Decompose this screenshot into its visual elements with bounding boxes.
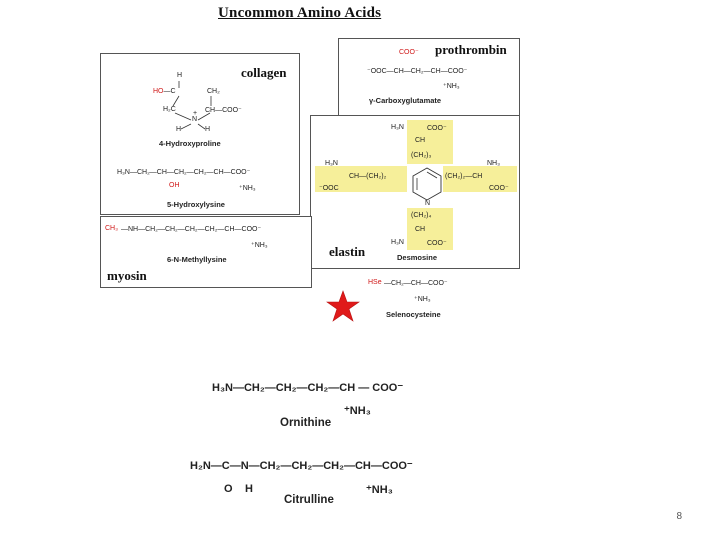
ornithine-caption: Ornithine (280, 417, 332, 429)
hyp-h-left: H (176, 126, 182, 133)
hyp-n: N (192, 116, 198, 123)
collagen-label: collagen (241, 65, 287, 80)
desmosine-highlight-bottom (407, 208, 453, 250)
hyp-plus: + (193, 110, 198, 117)
hyp-h-right: H (205, 126, 211, 133)
gla-nh3: ⁺NH₃ (443, 83, 460, 90)
des-bottom-ch: CH (415, 226, 426, 233)
hyp-ho-c: HO—C (153, 88, 176, 95)
des-top-ch: CH (415, 137, 426, 144)
slide-title: Uncommon Amino Acids (218, 5, 382, 21)
des-top-coo: COO⁻ (427, 125, 447, 132)
page-number: 8 (676, 511, 682, 522)
hyp-h-top: H (177, 72, 183, 79)
hyp-h2c: H₂C (163, 106, 176, 113)
ornithine-main: H₃N—CH₂—CH₂—CH₂—CH — COO⁻ (212, 382, 404, 394)
myosin-label: myosin (107, 268, 147, 283)
elastin-label: elastin (329, 244, 366, 259)
selenocysteine-nh3: ⁺NH₃ (414, 296, 431, 303)
elastin-panel: H₃N COO⁻ CH (CH₂)₃ H₃N CH—(CH₂)₂ ⁻OOC NH… (310, 115, 520, 269)
prothrombin-label: prothrombin (435, 42, 507, 57)
star-icon (326, 290, 360, 322)
hyp-ch-coo: CH—COO⁻ (205, 107, 242, 114)
hydroxylysine-main: H₃N—CH₂—CH—CH₂—CH₂—CH—COO⁻ (117, 169, 251, 176)
des-right-nh3: NH₃ (487, 160, 500, 167)
citrulline-nh3: ⁺NH₃ (366, 484, 393, 496)
desmosine-caption: Desmosine (397, 253, 438, 262)
citrulline-o: O (224, 483, 233, 495)
gla-caption: γ-Carboxyglutamate (369, 96, 442, 105)
des-ring-n: N (425, 200, 431, 207)
desmosine-highlight-right (443, 166, 517, 192)
gla-main: ⁻OOC—CH—CH₂—CH—COO⁻ (367, 68, 468, 75)
hydroxyproline-caption: 4-Hydroxyproline (159, 139, 221, 148)
des-left-coo: ⁻OOC (319, 185, 339, 192)
selenocysteine-hse: HSe (368, 279, 382, 286)
methyllysine-nh3: ⁺NH₃ (251, 242, 268, 249)
methyllysine-caption: 6-N-Methyllysine (167, 255, 227, 264)
hydroxylysine-caption: 5-Hydroxylysine (167, 200, 225, 209)
des-bottom-chain: (CH₂)₄ (411, 212, 432, 219)
methyllysine-ch3: CH₃ (105, 225, 118, 232)
des-right-main: (CH₂)₂—CH (445, 173, 483, 180)
hydroxyproline-ring-bonds (172, 81, 212, 130)
des-bottom-h3n: H₃N (391, 239, 404, 246)
citrulline-caption: Citrulline (284, 494, 334, 506)
hydroxylysine-oh: OH (169, 182, 180, 189)
desmosine-highlight-left (315, 166, 407, 192)
des-left-main: CH—(CH₂)₂ (349, 173, 387, 180)
citrulline-main: H₂N—C—N—CH₂—CH₂—CH₂—CH—COO⁻ (190, 460, 413, 472)
hyp-ch2: CH₂ (207, 88, 220, 95)
collagen-panel: collagen H HO—C CH₂ H₂C CH—COO⁻ N + H H … (100, 53, 300, 215)
prothrombin-panel: prothrombin COO⁻ ⁻OOC—CH—CH₂—CH—COO⁻ ⁺NH… (338, 38, 520, 117)
des-top-chain: (CH₂)₃ (411, 152, 432, 159)
gla-coo-top: COO⁻ (399, 49, 419, 56)
des-bottom-coo: COO⁻ (427, 240, 447, 247)
des-left-h3n: H₃N (325, 160, 338, 167)
selenocysteine-main: —CH₂—CH—COO⁻ (384, 280, 448, 287)
desmosine-highlight-top (407, 120, 453, 164)
myosin-panel: CH₃ —NH—CH₂—CH₂—CH₂—CH₂—CH—COO⁻ ⁺NH₃ 6-N… (100, 216, 312, 288)
hydroxylysine-nh3: ⁺NH₃ (239, 185, 256, 192)
ornithine-nh3: ⁺NH₃ (344, 405, 371, 417)
des-right-coo: COO⁻ (489, 185, 509, 192)
selenocysteine-caption: Selenocysteine (386, 310, 441, 319)
citrulline-h: H (245, 483, 253, 495)
des-top-h3n: H₃N (391, 124, 404, 131)
pyridinium-ring (412, 167, 442, 201)
methyllysine-main: —NH—CH₂—CH₂—CH₂—CH₂—CH—COO⁻ (121, 226, 262, 233)
